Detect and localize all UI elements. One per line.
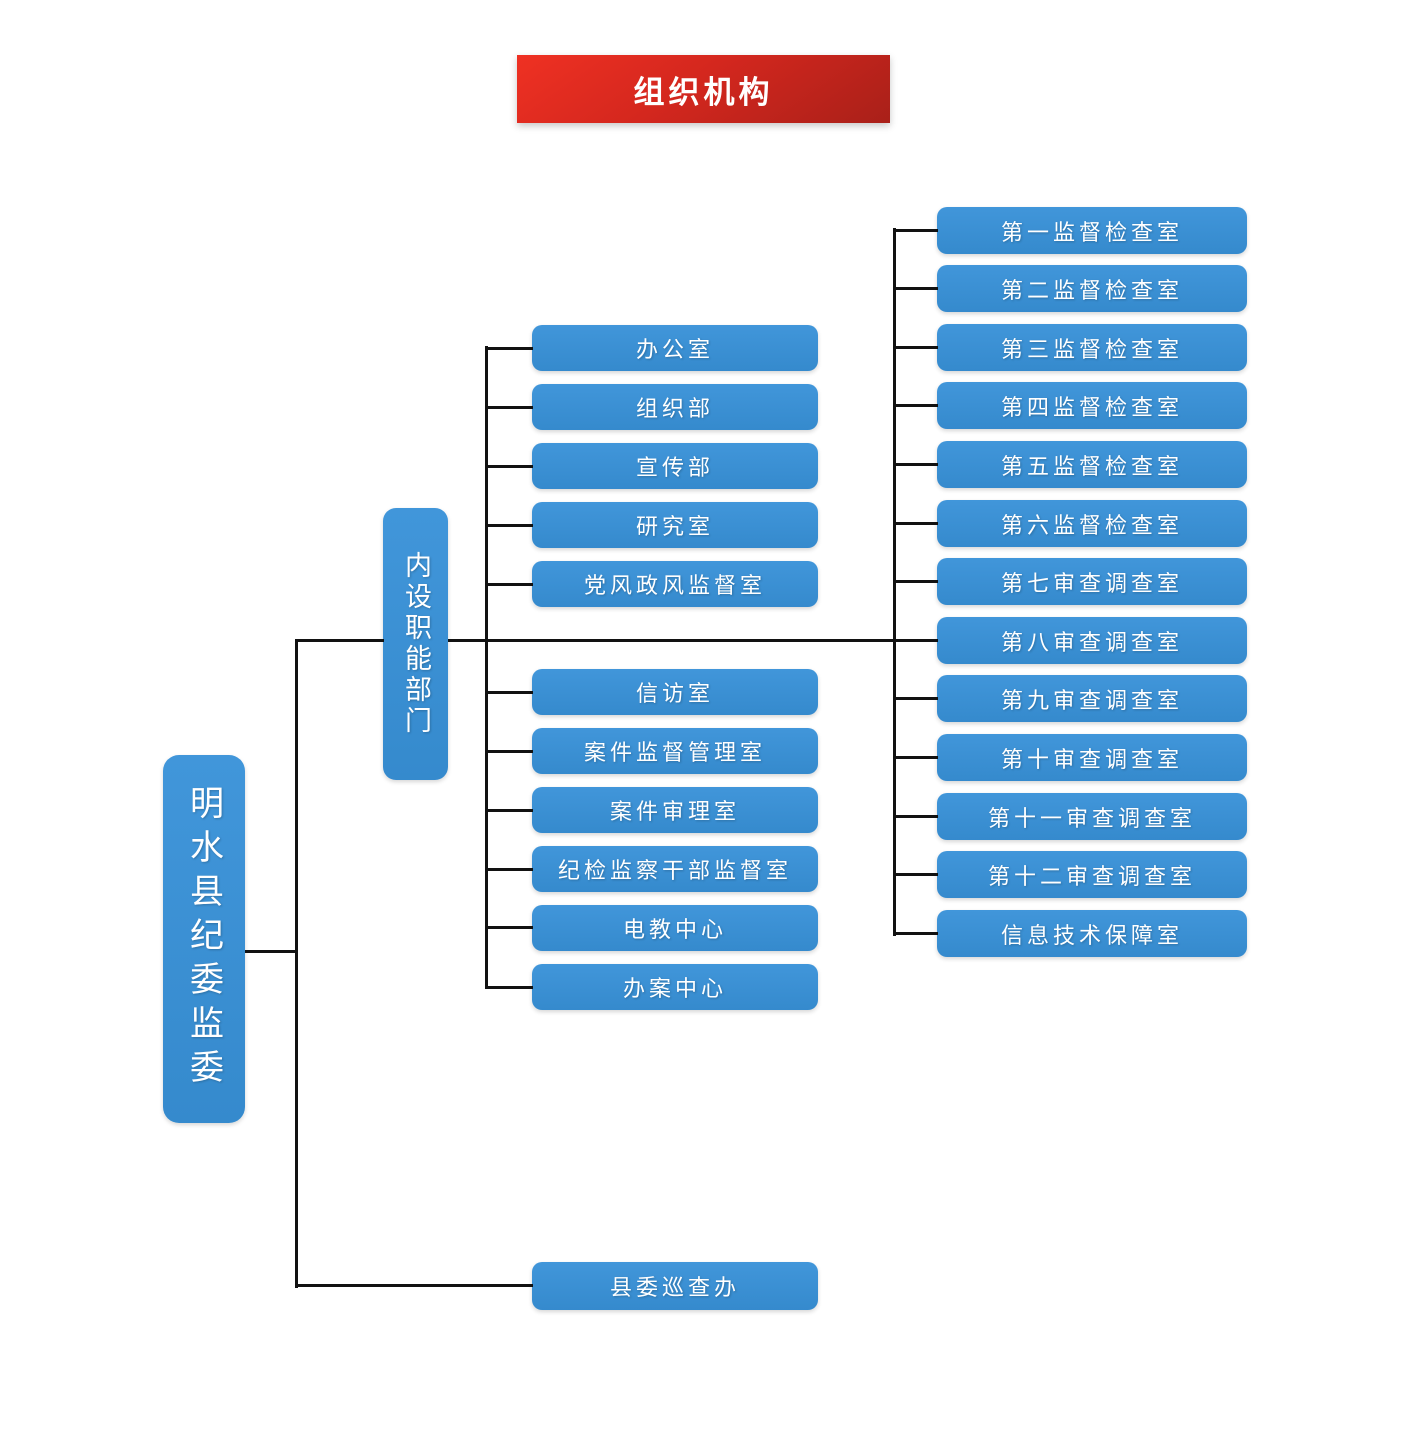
org-node-case-handling-center: 办案中心 xyxy=(532,964,818,1010)
connector-line xyxy=(894,756,938,759)
org-node-review-investigation-office-10: 第十审查调查室 xyxy=(937,734,1247,781)
connector-root-to-trunk xyxy=(245,950,297,953)
connector-line xyxy=(486,406,533,409)
org-node-supervision-inspection-office-2: 第二监督检查室 xyxy=(937,265,1247,312)
connector-trunk-left-column xyxy=(485,346,488,989)
org-node-organization-dept: 组织部 xyxy=(532,384,818,430)
org-node-review-investigation-office-7: 第七审查调查室 xyxy=(937,558,1247,605)
connector-line xyxy=(486,691,533,694)
org-node-publicity-dept: 宣传部 xyxy=(532,443,818,489)
org-node-county-inspection-office: 县委巡查办 xyxy=(532,1262,818,1310)
org-node-supervision-inspection-office-6: 第六监督检查室 xyxy=(937,500,1247,547)
connector-line xyxy=(486,809,533,812)
connector-line xyxy=(486,347,533,350)
org-node-review-investigation-office-8: 第八审查调查室 xyxy=(937,617,1247,664)
org-node-party-conduct-supervision-office: 党风政风监督室 xyxy=(532,561,818,607)
org-node-case-trial-office: 案件审理室 xyxy=(532,787,818,833)
page-title: 组织机构 xyxy=(633,74,774,111)
org-node-info-tech-support-office: 信息技术保障室 xyxy=(937,910,1247,957)
connector-line xyxy=(894,639,938,642)
org-node-internal-departments: 内设职能部门 xyxy=(383,508,448,780)
org-node-supervision-inspection-office-5: 第五监督检查室 xyxy=(937,441,1247,488)
connector-trunk-to-bottom-node xyxy=(295,1284,533,1287)
connector-line xyxy=(486,868,533,871)
org-node-review-investigation-office-11: 第十一审查调查室 xyxy=(937,793,1247,840)
connector-line xyxy=(894,697,938,700)
connector-mid-to-right-trunk xyxy=(448,639,896,642)
connector-line xyxy=(894,932,938,935)
connector-line xyxy=(894,522,938,525)
org-node-research-office: 研究室 xyxy=(532,502,818,548)
org-node-case-supervision-management-office: 案件监督管理室 xyxy=(532,728,818,774)
connector-line xyxy=(894,229,938,232)
connector-line xyxy=(486,986,533,989)
connector-line xyxy=(486,583,533,586)
org-node-supervision-inspection-office-1: 第一监督检查室 xyxy=(937,207,1247,254)
connector-line xyxy=(894,873,938,876)
org-node-supervision-inspection-office-4: 第四监督检查室 xyxy=(937,382,1247,429)
connector-line xyxy=(486,465,533,468)
connector-line xyxy=(894,463,938,466)
org-node-petition-office: 信访室 xyxy=(532,669,818,715)
connector-line xyxy=(894,346,938,349)
connector-trunk-to-mid xyxy=(296,639,384,642)
connector-line xyxy=(894,580,938,583)
connector-line xyxy=(894,404,938,407)
connector-line xyxy=(486,524,533,527)
org-node-review-investigation-office-12: 第十二审查调查室 xyxy=(937,851,1247,898)
connector-line xyxy=(486,926,533,929)
page-title-banner: 组织机构 xyxy=(517,55,890,123)
org-node-cadre-supervision-office: 纪检监察干部监督室 xyxy=(532,846,818,892)
connector-trunk-main xyxy=(295,639,298,1288)
org-node-root-county-commission: 明水县纪委监委 xyxy=(163,755,245,1123)
org-node-review-investigation-office-9: 第九审查调查室 xyxy=(937,675,1247,722)
connector-line xyxy=(894,815,938,818)
org-node-general-office: 办公室 xyxy=(532,325,818,371)
org-node-e-education-center: 电教中心 xyxy=(532,905,818,951)
org-node-supervision-inspection-office-3: 第三监督检查室 xyxy=(937,324,1247,371)
connector-line xyxy=(486,750,533,753)
connector-line xyxy=(894,287,938,290)
